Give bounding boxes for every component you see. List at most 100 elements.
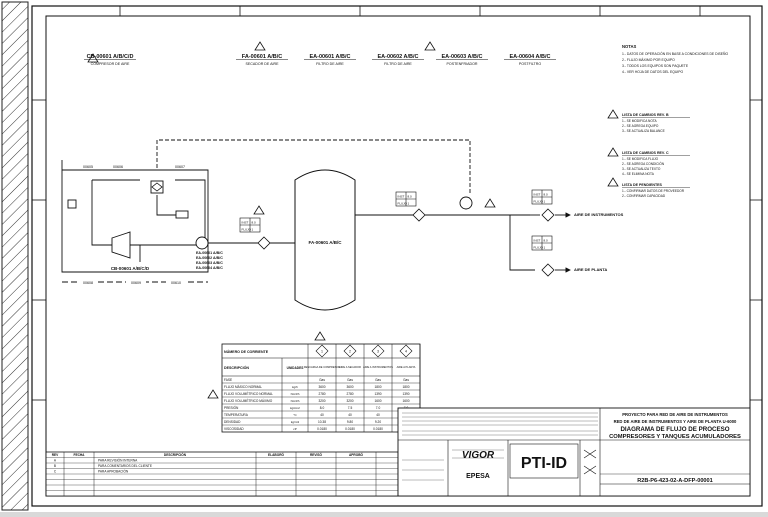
line-number: 00609 [131,281,141,285]
header-tag: EA-00602 A/B/C [377,54,418,60]
change-list-item: 2.- SE AGREGA EQUIPO [622,124,659,128]
stream-box-name: FLUJO [534,200,544,204]
change-list-item: 1.- SE MODIFICA NOTA [622,119,658,123]
table-row-unit: cP [293,427,297,431]
tank-label: FA-00601 A/B/C [308,240,342,245]
header-tag-desc: FILTRO DE AIRE [316,62,344,66]
drawing-title-1: DIAGRAMA DE FLUJO DE PROCESO [620,426,729,433]
change-list-item: 1.- CONFIRMAR DATOS DE PROVEEDOR [622,189,685,193]
table-cell: 1800 [374,385,381,389]
change-list-item: 2.- CONFIRMAR CAPACIDAD [622,194,666,198]
table-cell: 1600 [402,399,409,403]
table-cell: 3600 [318,385,325,389]
stream-box-value: 8.0 [544,193,549,197]
revision-header: REV [52,453,59,457]
table-cell: 9.80 [347,420,353,424]
stream-number: 4 [405,349,407,353]
header-tag-desc: POSTENFRIADOR [447,62,478,66]
table-cell: 3200 [346,399,353,403]
stream-number: 1 [321,349,323,353]
table-cell: Gas [347,378,353,382]
stream-box-name: FLUJO [534,246,544,250]
company-logo-epesa: EPESA [466,473,490,480]
compressor-label: CB-00601 A/B/C/D [111,266,150,271]
note-item: 2.- FLUJO MÁXIMO POR EQUIPO [622,58,675,62]
header-tag-desc: SECADOR DE AIRE [246,62,280,66]
table-row-label: FLUJO MÁSICO NORMAL [224,385,262,389]
stream-box-name: FLUJO [242,228,252,232]
table-row-unit: Nm3/h [291,392,300,396]
table-cell: 7.5 [348,406,353,410]
stream-box-value: 8.0 [408,195,413,199]
aftercooler-symbol[interactable] [175,210,189,219]
table-cell: 0.0180 [373,427,383,431]
company-logo-vigor: VIGOR [462,450,495,461]
accumulator-tank[interactable]: FA-00601 A/B/C [294,169,356,311]
change-list-title: LISTA DE PENDIENTES [622,183,663,187]
change-list-item: 4.- SE ELIMINA NOTA [622,172,655,176]
document-number: R2B-P6-423-02-A-DFP-00001 [637,478,713,484]
notes-heading: NOTAS [622,44,637,49]
stream-box-name: FLUJO [398,202,408,206]
table-cell: 8.0 [320,406,325,410]
table-cell: 40 [320,413,324,417]
outlet-plant-air: AIRE DE PLANTA [574,267,607,272]
table-desc-header: DESCRIPCIÓN [224,365,249,370]
instrument-box[interactable] [67,199,77,209]
table-cell: 3200 [318,399,325,403]
stream-number: 3 [377,349,379,353]
table-row-unit: Nm3/h [291,399,300,403]
compressor-symbol[interactable] [111,231,209,259]
revision-header: APROBÓ [349,452,364,457]
stream-markers [151,182,555,277]
stream-box-name: INST [534,193,541,197]
binding-strip [1,1,29,511]
revision-letter: B [54,464,56,468]
title-block: PROYECTO PARA RED DE AIRE DE INSTRUMENTO… [397,407,751,497]
table-row-unit: kg/cm2 [290,406,300,410]
header-tag-desc: FILTRO DE AIRE [384,62,412,66]
table-row-label: TEMPERATURA [224,413,249,417]
table-row-label: FLUJO VOLUMÉTRICO NORMAL [224,391,273,396]
drawing-title-2: COMPRESORES Y TANQUES ACUMULADORES [609,434,741,440]
table-cell: Gas [375,378,381,382]
outer-border [31,5,763,507]
header-tag: EA-00603 A/B/C [441,54,482,60]
filter-symbol[interactable] [459,196,473,210]
stream-number-diamond [315,344,329,358]
stream-box-name: INST [534,239,541,243]
project-name: PROYECTO PARA RED DE AIRE DE INSTRUMENTO… [622,412,728,417]
header-tag: CB-00601 A/B/C/D [87,54,134,60]
table-cell: 40 [376,413,380,417]
header-tag-desc: POSTFILTRO [519,62,542,66]
header-tag-desc: COMPRESOR DE AIRE [91,62,130,66]
revision-header: ELABORÓ [268,452,284,457]
change-list-title: LISTA DE CAMBIOS REV. C [622,151,669,155]
table-cell: 7.0 [376,406,381,410]
table-cell: 1600 [374,399,381,403]
table-cell: Gas [319,378,325,382]
table-cell: 3600 [346,385,353,389]
revision-description: PARA COMENTARIOS DEL CLIENTE [98,464,152,468]
table-cell: 40 [348,413,352,417]
stream-number-diamond [343,344,357,358]
table-cell: 1390 [374,392,381,396]
change-list-item: 2.- SE AGREGA CONDICIÓN [622,161,665,166]
stream-description: DESCARGA DE COMPRESOR [304,365,341,369]
note-item: 3.- TODOS LOS EQUIPOS SON PAQUETE [622,64,689,68]
table-cell: 2780 [346,392,353,396]
pti-logo: PTI-ID [521,455,567,472]
compressor-list-item: EA-00602 A/B/C [196,256,223,260]
table-cell: 10.38 [318,420,326,424]
stream-box-value: 1 [252,228,254,232]
revision-letter: A [54,459,57,463]
line-number: 00608 [83,281,93,285]
stream-box-value: 1 [544,200,546,204]
stream-box-name: INST [398,195,405,199]
change-list-item: 1.- SE MODIFICA FLUJO [622,157,659,161]
table-row-unit: °C [293,413,297,417]
